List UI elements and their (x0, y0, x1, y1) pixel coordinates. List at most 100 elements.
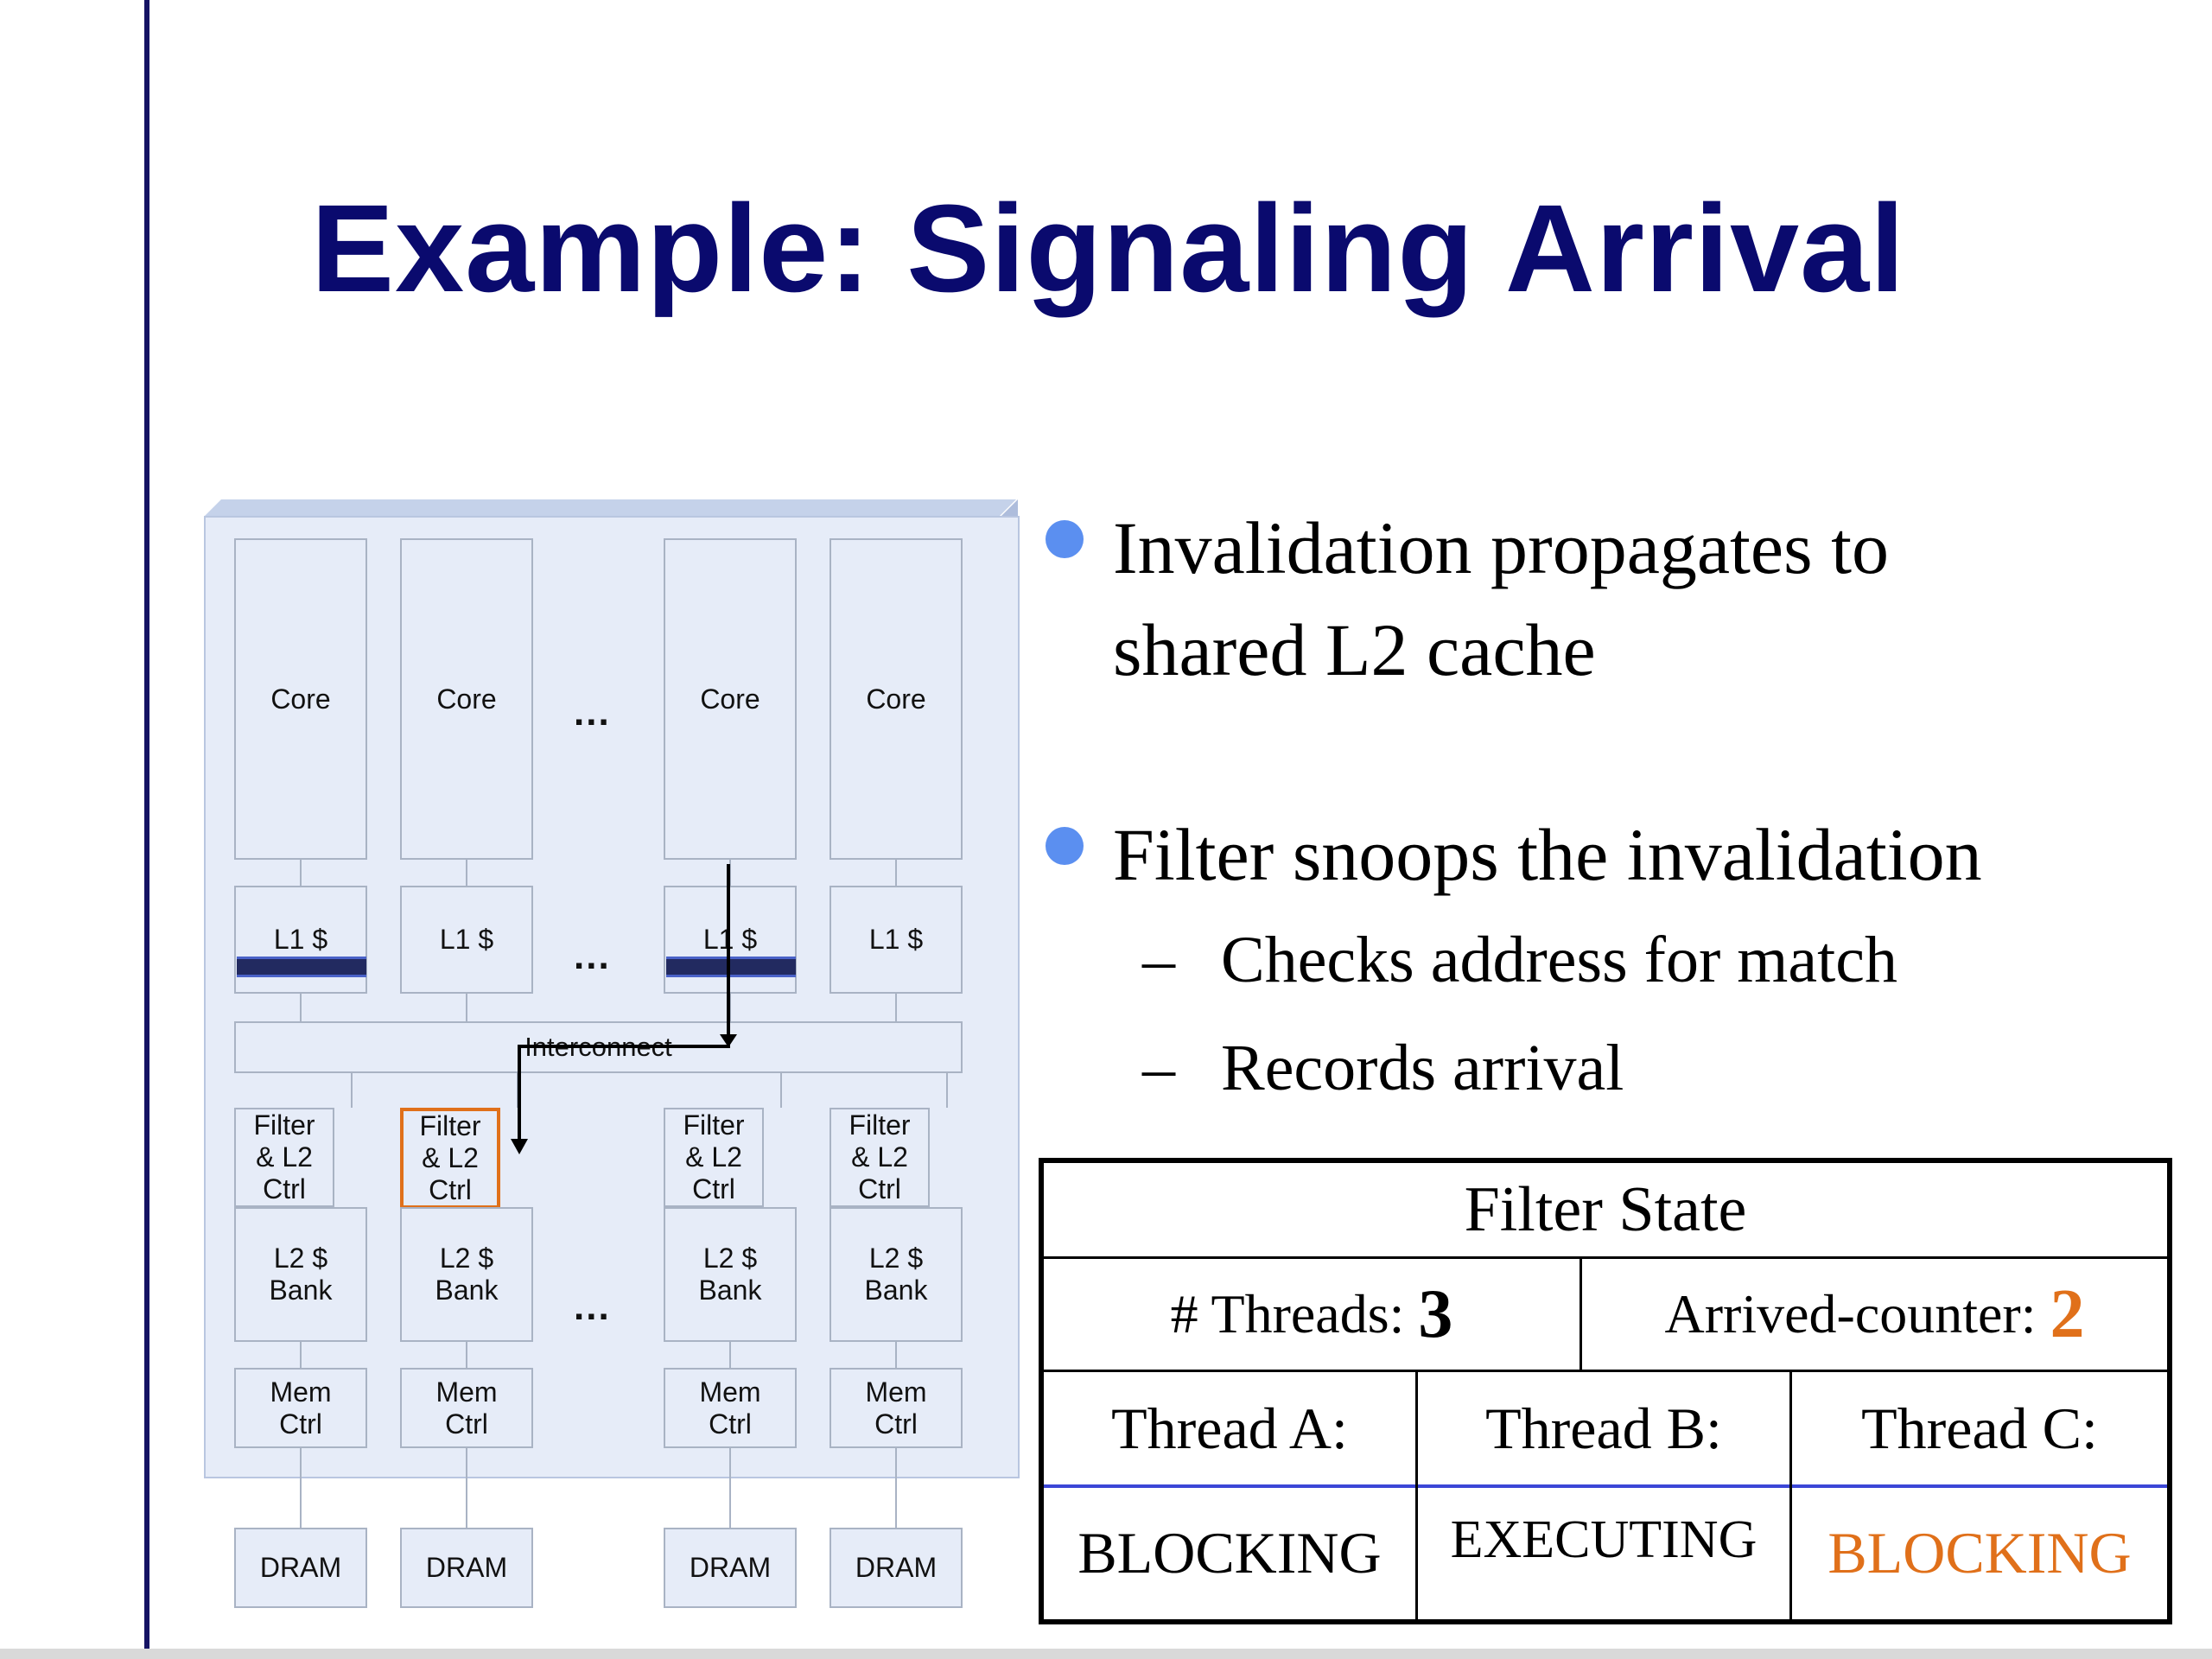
mem-label: Ctrl (709, 1408, 752, 1440)
dram-label: DRAM (425, 1552, 508, 1584)
core-label: Core (700, 683, 760, 715)
l2-label: L2 $ (439, 1243, 494, 1274)
sub-bullet-item: – Checks address for match (1142, 923, 1897, 998)
cache-line-bar (666, 957, 796, 977)
filter-label: Ctrl (692, 1173, 735, 1205)
l1-cache-box: L1 $ (400, 886, 533, 994)
connector (895, 994, 897, 1021)
invalidation-arrow-segment (727, 864, 730, 1047)
core-label: Core (436, 683, 497, 715)
core-label: Core (866, 683, 926, 715)
connector (946, 1073, 948, 1108)
filter-label: Ctrl (858, 1173, 901, 1205)
l2-label: L2 $ (702, 1243, 758, 1274)
connector (895, 1448, 897, 1528)
connector (729, 860, 731, 886)
sub-bullet-item: – Records arrival (1142, 1031, 1624, 1106)
slide-title: Example: Signaling Arrival (311, 179, 1906, 318)
arrived-counter-cell: Arrived-counter: 2 (1582, 1259, 2167, 1370)
connector (895, 860, 897, 886)
connector (300, 1342, 302, 1368)
connector (895, 1342, 897, 1368)
bullet-text: shared L2 cache (1113, 608, 1596, 691)
filter-label: & L2 (851, 1141, 908, 1173)
connector (466, 1448, 467, 1528)
dram-box: DRAM (234, 1528, 367, 1608)
filter-label: Filter (683, 1109, 745, 1141)
sub-bullet-dash: – (1142, 924, 1175, 996)
thread-a-state: BLOCKING (1077, 1519, 1382, 1586)
l1-cache-box: L1 $ (830, 886, 963, 994)
dram-label: DRAM (259, 1552, 342, 1584)
dram-label: DRAM (689, 1552, 772, 1584)
dram-box: DRAM (400, 1528, 533, 1608)
filter-label: Filter (849, 1109, 911, 1141)
core-box: Core (400, 538, 533, 860)
l1-label: L1 $ (868, 924, 924, 955)
ellipsis: ... (574, 935, 611, 977)
filter-label: Filter (253, 1109, 315, 1141)
l2-label: Bank (698, 1274, 762, 1306)
core-box: Core (664, 538, 797, 860)
l2-label: L2 $ (273, 1243, 328, 1274)
core-box: Core (234, 538, 367, 860)
connector (466, 860, 467, 886)
table-divider (1789, 1370, 1792, 1619)
l2-label: Bank (269, 1274, 333, 1306)
mem-label: Ctrl (445, 1408, 488, 1440)
l2-bank-box: L2 $Bank (400, 1207, 533, 1342)
arrived-value: 2 (2050, 1275, 2085, 1352)
connector (300, 994, 302, 1021)
bullet-item: Invalidation propagates to shared L2 cac… (1113, 497, 1889, 701)
table-heading: Filter State (1464, 1173, 1747, 1245)
dram-box: DRAM (664, 1528, 797, 1608)
l1-label: L1 $ (702, 924, 758, 955)
core-box: Core (830, 538, 963, 860)
table-divider (1580, 1259, 1582, 1370)
mem-label: Ctrl (279, 1408, 322, 1440)
mem-label: Mem (865, 1376, 927, 1408)
sub-bullet-dash: – (1142, 1032, 1175, 1104)
l2-label: L2 $ (868, 1243, 924, 1274)
core-label: Core (270, 683, 331, 715)
arrow-head-icon (511, 1034, 737, 1154)
bullet-text: Invalidation propagates to (1113, 506, 1889, 589)
ellipsis: ... (574, 1286, 611, 1328)
l2-label: Bank (435, 1274, 499, 1306)
bullet-dot-icon (1046, 827, 1084, 865)
bullet-text: Filter snoops the invalidation (1113, 813, 1982, 896)
filter-label: & L2 (256, 1141, 313, 1173)
filter-label: Ctrl (429, 1173, 472, 1205)
filter-label: & L2 (422, 1142, 479, 1174)
connector (300, 860, 302, 886)
thread-c-label: Thread C: (1861, 1395, 2098, 1461)
bullet-item: Filter snoops the invalidation (1113, 804, 1982, 906)
arrived-label: Arrived-counter: (1664, 1283, 2037, 1344)
chip-top-face (204, 499, 1016, 517)
threads-value: 3 (1418, 1275, 1453, 1352)
slide-left-rule (144, 0, 149, 1659)
l2-bank-box: L2 $Bank (234, 1207, 367, 1342)
connector (300, 1448, 302, 1528)
table-divider (1415, 1370, 1418, 1619)
connector (729, 994, 731, 1021)
filter-state-table: Filter State # Threads: 3 Arrived-counte… (1039, 1158, 2172, 1624)
table-divider (1044, 1256, 2167, 1259)
l2-label: Bank (864, 1274, 928, 1306)
sub-bullet-text: Checks address for match (1221, 924, 1897, 996)
sub-bullet-text: Records arrival (1221, 1032, 1624, 1104)
l1-label: L1 $ (273, 924, 328, 955)
l2-bank-box: L2 $Bank (830, 1207, 963, 1342)
mem-label: Mem (435, 1376, 498, 1408)
mem-label: Mem (699, 1376, 761, 1408)
connector (466, 994, 467, 1021)
bullet-dot-icon (1046, 520, 1084, 558)
thread-b-label: Thread B: (1485, 1395, 1722, 1461)
